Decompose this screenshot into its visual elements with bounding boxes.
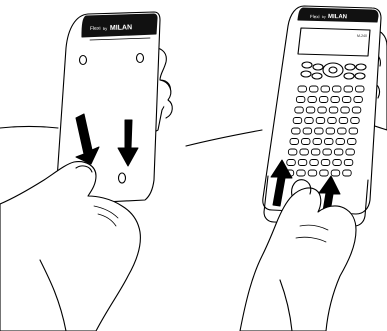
brand-by-right: by — [322, 15, 326, 19]
key — [310, 86, 319, 92]
key — [336, 139, 345, 145]
brand-name-left: MILAN — [110, 24, 132, 32]
key — [300, 149, 309, 155]
key — [331, 97, 340, 103]
key — [344, 86, 353, 92]
key — [306, 107, 315, 113]
key — [343, 170, 352, 176]
key — [321, 86, 330, 92]
key — [297, 170, 306, 176]
key — [356, 86, 365, 92]
key — [296, 97, 305, 103]
key — [342, 97, 351, 103]
key — [346, 149, 355, 155]
brand-prefix-right: Flexi — [310, 14, 320, 19]
key — [298, 86, 307, 92]
key — [315, 128, 324, 134]
key — [328, 118, 337, 124]
key — [311, 149, 320, 155]
hand-lower-right — [240, 188, 356, 331]
key — [308, 170, 317, 176]
panel-remove-cover — [0, 12, 172, 331]
key — [349, 128, 358, 134]
key — [348, 139, 357, 145]
key — [292, 128, 301, 134]
key — [329, 107, 338, 113]
key — [355, 73, 365, 79]
cover-hole — [137, 54, 144, 63]
key — [318, 107, 327, 113]
key — [352, 107, 361, 113]
cover-hole — [119, 173, 126, 183]
panel-attach-cover — [186, 6, 387, 331]
key — [316, 118, 325, 124]
key — [313, 64, 323, 70]
key — [301, 71, 311, 77]
brand-name-right: MILAN — [328, 14, 347, 20]
key — [333, 160, 342, 166]
calculator-display — [298, 28, 370, 56]
key — [310, 160, 319, 166]
key — [325, 139, 334, 145]
brand-by-left: by — [103, 26, 107, 31]
cover-hole — [80, 56, 87, 65]
key — [356, 64, 366, 70]
key — [334, 149, 343, 155]
key — [313, 139, 322, 145]
key — [303, 128, 312, 134]
key — [351, 118, 360, 124]
key — [341, 107, 350, 113]
key — [338, 128, 347, 134]
key — [345, 64, 355, 70]
key — [354, 97, 363, 103]
key — [320, 170, 329, 176]
key — [344, 73, 354, 79]
key — [319, 97, 328, 103]
key — [288, 149, 297, 155]
key — [331, 170, 340, 176]
key — [305, 118, 314, 124]
key — [321, 160, 330, 166]
model-label: M-240 — [357, 34, 367, 38]
key — [287, 160, 296, 166]
key — [293, 118, 302, 124]
nav-pad-center — [329, 67, 337, 73]
key — [290, 139, 299, 145]
brand-prefix-left: Flexi — [90, 26, 101, 32]
key — [302, 62, 312, 68]
key — [308, 97, 317, 103]
key — [302, 139, 311, 145]
key — [323, 149, 332, 155]
key — [312, 73, 322, 79]
forearm-left-upper — [0, 127, 58, 129]
key — [298, 160, 307, 166]
key — [295, 107, 304, 113]
key — [333, 86, 342, 92]
forearm-right-upper — [186, 130, 262, 146]
key — [326, 128, 335, 134]
key — [344, 160, 353, 166]
key — [339, 118, 348, 124]
